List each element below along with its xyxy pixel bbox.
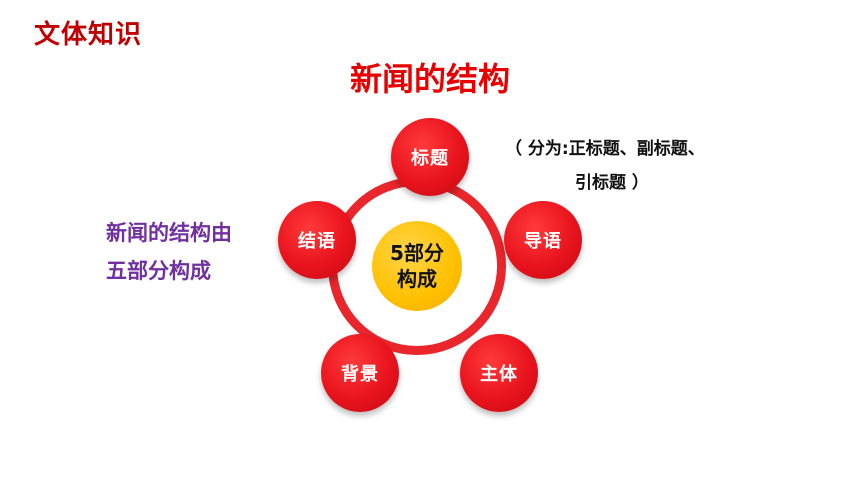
- slide-title: 新闻的结构: [349, 60, 510, 98]
- center-node-line-2: 构成: [397, 267, 437, 291]
- title-types-note-line-2: 引标题 ）: [575, 173, 649, 193]
- node-body: 主体: [460, 334, 538, 412]
- center-node-line-1: 5部分: [390, 241, 444, 265]
- node-conclusion: 结语: [278, 201, 356, 279]
- side-note: 新闻的结构由 五部分构成: [106, 214, 232, 290]
- title-types-note: （ 分为:正标题、副标题、 引标题 ）: [505, 132, 705, 200]
- section-label: 文体知识: [34, 20, 143, 50]
- center-node: 5部分 构成: [372, 221, 462, 311]
- title-types-note-line-1: （ 分为:正标题、副标题、: [505, 139, 705, 159]
- side-note-line-2: 五部分构成: [106, 259, 211, 283]
- node-background: 背景: [321, 334, 399, 412]
- node-lead: 导语: [504, 201, 582, 279]
- side-note-line-1: 新闻的结构由: [106, 221, 232, 245]
- node-title: 标题: [391, 118, 469, 196]
